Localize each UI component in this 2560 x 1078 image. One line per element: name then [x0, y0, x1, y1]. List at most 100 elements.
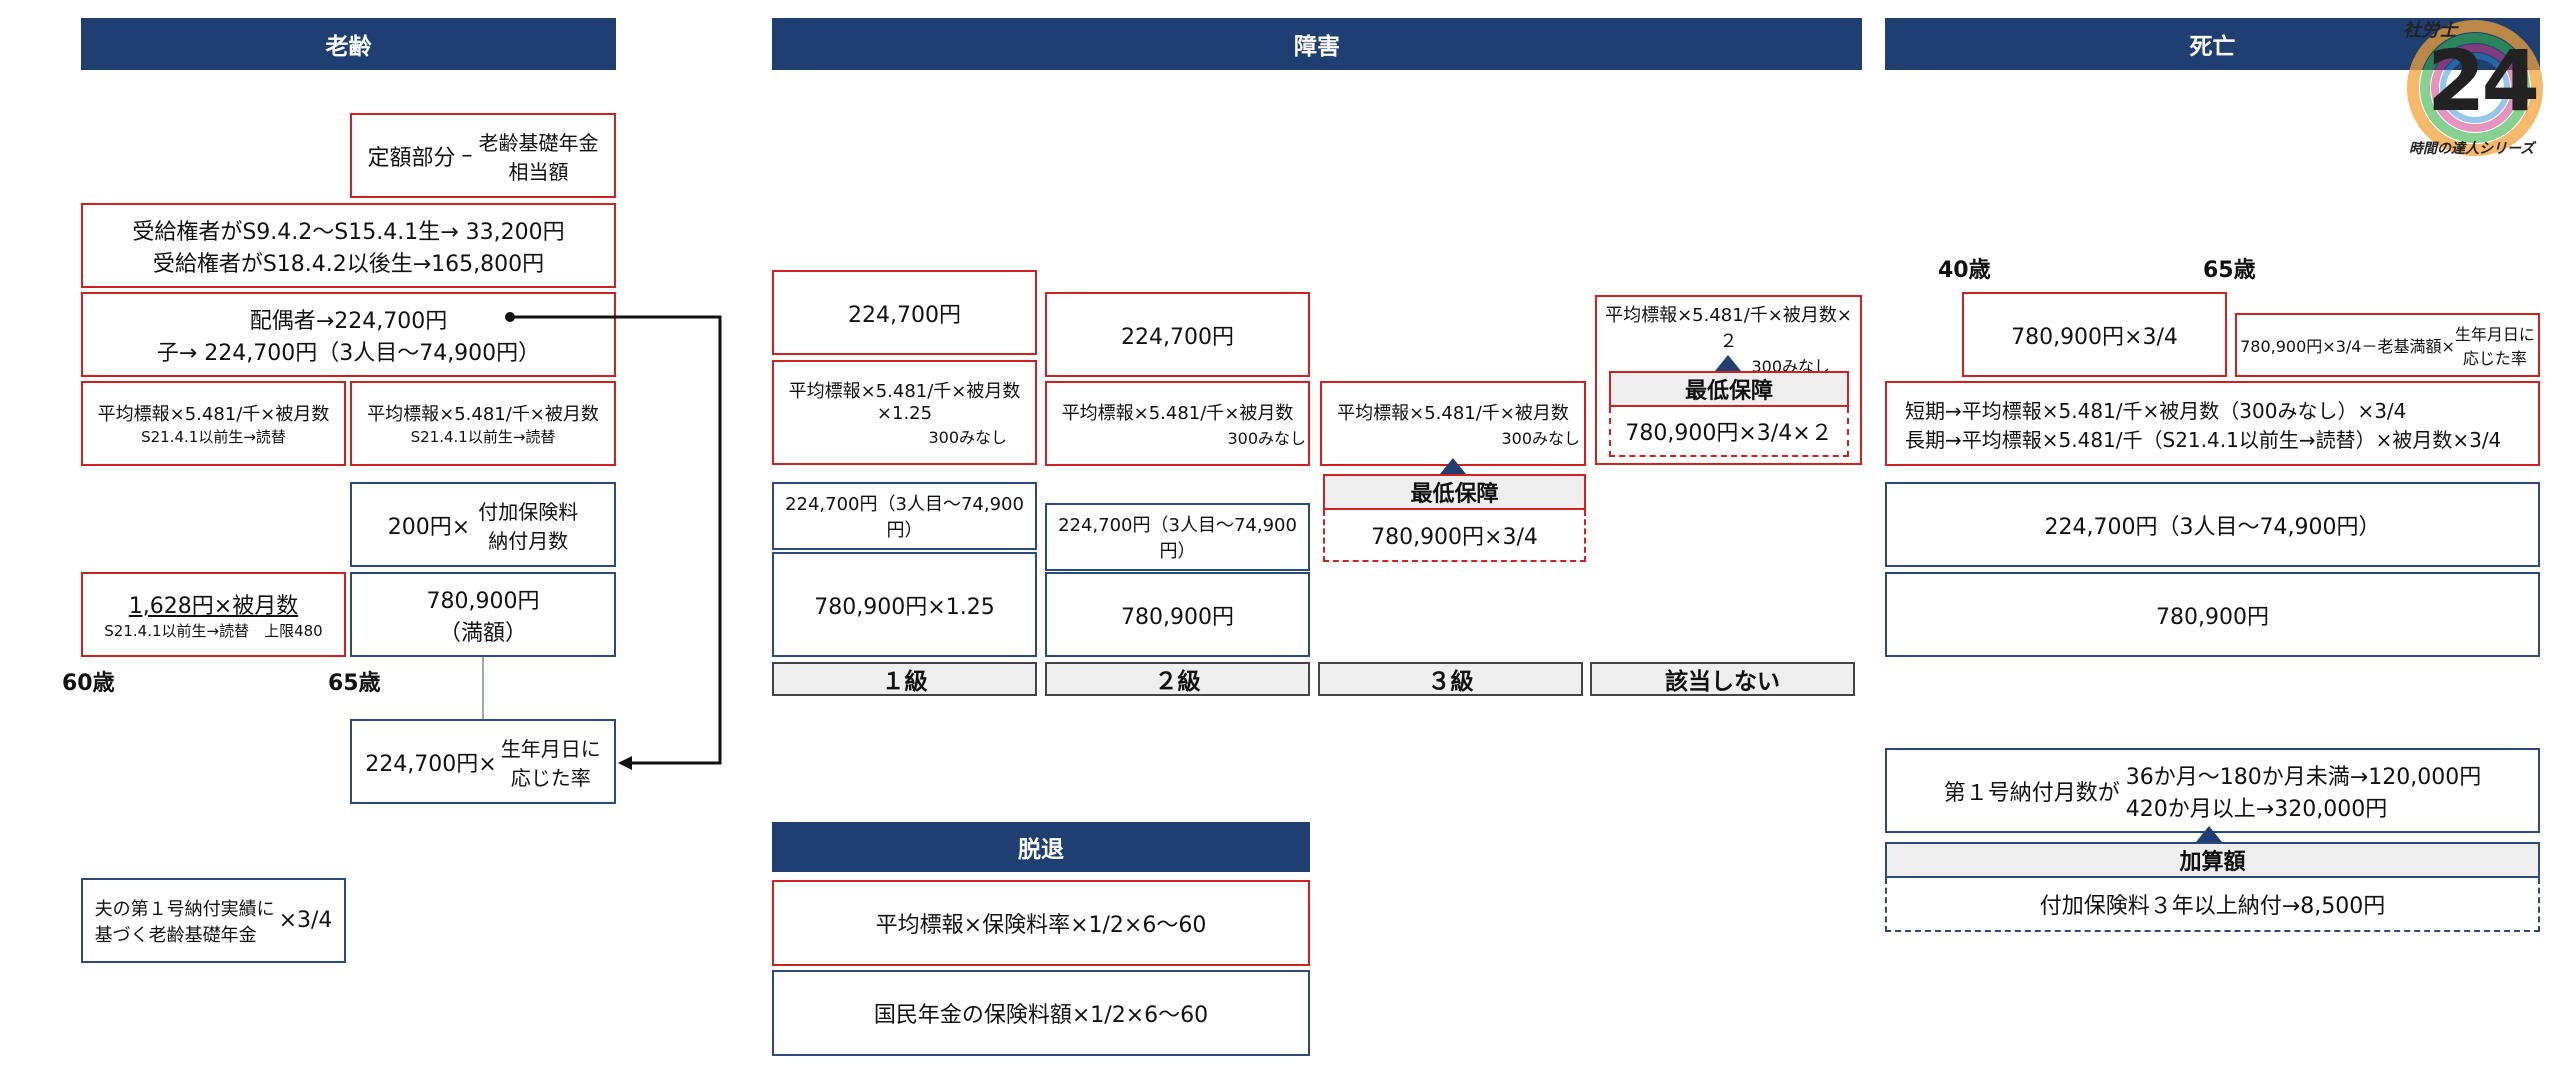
g3-hirei-box: 平均標報×5.481/千×被月数 300みなし	[1320, 381, 1586, 466]
dattai-kosei-box: 平均標報×保険料率×1/2×6～60	[772, 880, 1310, 966]
keika-line-2: 応じた率	[2462, 349, 2527, 368]
g2-hirei-box: 平均標報×5.481/千×被月数 300みなし	[1045, 381, 1310, 466]
kasan-triangle-icon	[2196, 826, 2222, 842]
fuka-label: 付加保険料 納付月数	[478, 496, 578, 554]
age-65: 65歳	[328, 671, 381, 696]
g1-kasan-box: 224,700円	[772, 270, 1037, 355]
kafu-line-2: 基づく老齢基礎年金	[94, 924, 257, 946]
grade-3: ３級	[1318, 662, 1583, 696]
g1-hirei-box: 平均標報×5.481/千×被月数×1.25 300みなし	[772, 360, 1037, 465]
roureki-kiso-amount: 780,900円	[426, 588, 540, 614]
na-min-value: 780,900円×3/4×２	[1609, 407, 1849, 457]
hirei-left-box: 平均標報×5.481/千×被月数 S21.4.1以前生→読替	[81, 381, 346, 466]
header-roureki: 老齢	[81, 18, 616, 70]
g2-kiso-box: 780,900円	[1045, 572, 1310, 657]
g3-min-value: 780,900円×3/4	[1323, 510, 1586, 562]
teigaku-value: 老齢基礎年金 相当額	[479, 127, 599, 185]
hirei-right-formula: 平均標報×5.481/千×被月数	[367, 404, 599, 425]
ichiji-label: 第１号納付月数が	[1943, 780, 2120, 806]
g2-hirei-note: 300みなし	[1227, 428, 1306, 448]
shibo-hirei-box: 短期→平均標報×5.481/千×被月数（300みなし）×3/4 長期→平均標報×…	[1885, 381, 2540, 466]
teigaku-box: 定額部分 – 老齢基礎年金 相当額	[350, 113, 616, 198]
shibo-ko-box: 224,700円（3人目～74,900円）	[1885, 482, 2540, 567]
kafu-line-1: 夫の第１号納付実績に	[94, 898, 275, 920]
fuka-line-1: 付加保険料	[478, 499, 579, 524]
teigaku2-box: 1,628円×被月数 S21.4.1以前生→読替 上限480	[81, 572, 346, 657]
g1-hirei-note: 300みなし	[928, 428, 1007, 447]
furikae-box: 224,700円× 生年月日に 応じた率	[350, 719, 616, 804]
kafu-rate: ×3/4	[278, 908, 333, 933]
g1-hirei-formula: 平均標報×5.481/千×被月数×1.25	[788, 381, 1021, 424]
teikyu-kasan-box: 受給権者がS9.4.2～S15.4.1生→ 33,200円 受給権者がS18.4…	[81, 203, 616, 288]
kafu-label: 夫の第１号納付実績に 基づく老齢基礎年金	[95, 895, 275, 947]
shibo-hirei-long: 長期→平均標報×5.481/千（S21.4.1以前生→読替）×被月数×3/4	[1905, 427, 2502, 452]
furikae-connector	[482, 657, 484, 719]
keika-box: 780,900円×3/4－老基満額× 生年月日に 応じた率	[2235, 313, 2540, 377]
g2-hirei-formula: 平均標報×5.481/千×被月数	[1061, 402, 1294, 424]
g3-hirei-formula: 平均標報×5.481/千×被月数	[1337, 402, 1569, 424]
fuka-nenkin-box: 200円× 付加保険料 納付月数	[350, 482, 616, 567]
age-60: 60歳	[62, 671, 115, 696]
juukyuu-line-1: 受給権者がS9.4.2～S15.4.1生→ 33,200円	[132, 219, 565, 245]
na-box: 平均標報×5.481/千×被月数×２ 300みなし 最低保障 780,900円×…	[1595, 295, 1862, 465]
juukyuu-line-2: 受給権者がS18.4.2以後生→165,800円	[152, 251, 545, 277]
logo-top: 社労士	[2403, 20, 2457, 41]
roureki-kiso-note: （満額）	[438, 620, 527, 646]
logo-number: 24	[2427, 32, 2540, 130]
ichiji-line-2: 420か月以上→320,000円	[2125, 796, 2388, 822]
na-triangle-icon	[1715, 355, 1741, 371]
kasan-title: 加算額	[1885, 842, 2540, 878]
furikae-amount: 224,700円×	[365, 751, 497, 777]
na-hirei-formula: 平均標報×5.481/千×被月数×２	[1605, 305, 1852, 352]
keika-amount: 780,900円×3/4－老基満額×	[2240, 337, 2455, 356]
g3-hirei-note: 300みなし	[1501, 428, 1580, 448]
grade-1: １級	[772, 662, 1037, 696]
dattai-kokumin-box: 国民年金の保険料額×1/2×6～60	[772, 970, 1310, 1056]
haiguusha-arrow	[505, 312, 722, 770]
logo-ring-icon	[2407, 20, 2543, 156]
g2-ko-box: 224,700円（3人目～74,900円）	[1045, 503, 1310, 571]
hirei-left-note: S21.4.1以前生→読替	[141, 428, 286, 446]
hirei-right-note: S21.4.1以前生→読替	[410, 428, 556, 446]
g2-kasan-box: 224,700円	[1045, 292, 1310, 377]
keika-rate: 生年月日に 応じた率	[2455, 321, 2535, 369]
teigaku-value-2: 相当額	[508, 159, 569, 184]
fuka-amount: 200円×	[387, 514, 471, 540]
teigaku-dash: –	[461, 143, 473, 168]
shibo-kiso-box: 780,900円	[1885, 572, 2540, 657]
kasan-value: 付加保険料３年以上納付→8,500円	[1885, 878, 2540, 932]
na-min-title: 最低保障	[1609, 371, 1849, 407]
keika-line-1: 生年月日に	[2454, 325, 2535, 344]
g1-ko-box: 224,700円（3人目～74,900円）	[772, 482, 1037, 550]
roureki-kiso-box: 780,900円 （満額）	[350, 572, 616, 657]
g3-min-title: 最低保障	[1323, 474, 1586, 510]
kakyu-kasan-box: 配偶者→224,700円 子→ 224,700円（3人目～74,900円）	[81, 292, 616, 377]
hirei-right-box: 平均標報×5.481/千×被月数 S21.4.1以前生→読替	[350, 381, 616, 466]
logo-bottom: 時間の達人シリーズ	[2409, 141, 2535, 157]
furikae-line-1: 生年月日に	[500, 736, 601, 761]
furikae-line-2: 応じた率	[510, 765, 591, 790]
shibo-age-65: 65歳	[2203, 258, 2256, 283]
g3-triangle-icon	[1440, 458, 1466, 474]
teigaku-label: 定額部分	[367, 145, 456, 171]
ko-line: 子→ 224,700円（3人目～74,900円）	[156, 340, 541, 366]
chukorei-box: 780,900円×3/4	[1962, 292, 2227, 377]
shibo-age-40: 40歳	[1938, 258, 1991, 283]
ichiji-line-1: 36か月～180か月未満→120,000円	[2125, 764, 2482, 790]
ichiji-box: 第１号納付月数が 36か月～180か月未満→120,000円 420か月以上→3…	[1885, 748, 2540, 833]
teigaku2-note: S21.4.1以前生→読替 上限480	[104, 622, 323, 640]
hirei-left-formula: 平均標報×5.481/千×被月数	[97, 404, 330, 425]
grade-2: ２級	[1045, 662, 1310, 696]
furikae-rate: 生年月日に 応じた率	[501, 733, 601, 791]
haiguusha-line: 配偶者→224,700円	[249, 308, 448, 334]
ichiji-values: 36か月～180か月未満→120,000円 420か月以上→320,000円	[2126, 759, 2481, 823]
kafu-box: 夫の第１号納付実績に 基づく老齢基礎年金 ×3/4	[81, 878, 346, 963]
fuka-line-2: 納付月数	[488, 528, 569, 553]
g1-kiso-box: 780,900円×1.25	[772, 552, 1037, 657]
header-shogai: 障害	[772, 18, 1862, 70]
logo: 社労士 24 時間の達人シリーズ	[2395, 10, 2555, 160]
teigaku-value-1: 老齢基礎年金	[478, 130, 599, 155]
grade-none: 該当しない	[1590, 662, 1855, 696]
shibo-hirei-short: 短期→平均標報×5.481/千×被月数（300みなし）×3/4	[1905, 398, 2407, 423]
teigaku2-formula: 1,628円×被月数	[128, 594, 299, 619]
